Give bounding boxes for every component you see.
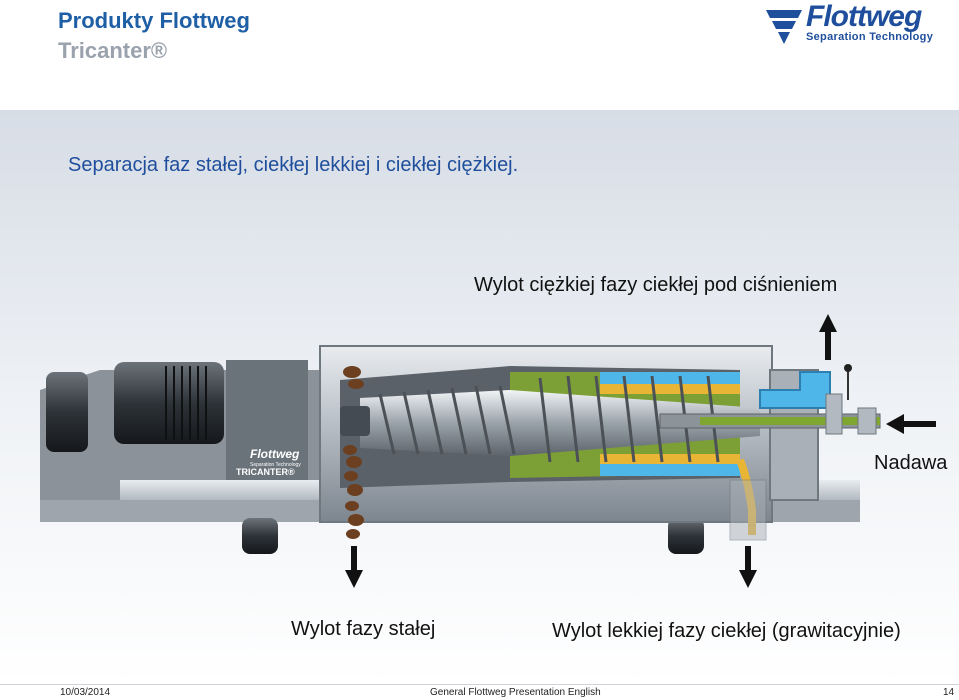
arrow-up-icon	[819, 314, 837, 360]
label-heavy-phase-outlet: Wylot ciężkiej fazy ciekłej pod ciśnieni…	[474, 274, 838, 296]
machine-brand-text: Flottweg	[250, 447, 300, 461]
valve-knob-icon	[844, 364, 852, 372]
arrow-down-icon	[739, 546, 757, 588]
footer-divider	[0, 684, 959, 685]
flottweg-emblem-icon	[766, 10, 802, 44]
heavy-liquid-bottom	[600, 464, 740, 476]
label-solid-outlet: Wylot fazy stałej	[291, 618, 436, 640]
footer-page-number: 14	[943, 687, 955, 698]
foot-right	[668, 518, 704, 554]
machine-brand-sub: Separation Technology	[250, 462, 301, 468]
tricanter-illustration: Flottweg Separation Technology TRICANTER…	[40, 314, 936, 588]
feed-inlet-fitting	[857, 407, 877, 435]
gearbox-ribs	[165, 366, 207, 440]
feed-stream	[700, 417, 880, 425]
slide-title: Produkty Flottweg	[58, 8, 250, 33]
arrow-down-icon	[345, 546, 363, 588]
machine-model-text: TRICANTER®	[236, 467, 295, 477]
logo-tagline: Separation Technology	[806, 31, 934, 43]
heavy-liquid-top	[600, 372, 740, 384]
housing-front	[226, 360, 308, 480]
footer-presentation-name: General Flottweg Presentation English	[430, 687, 601, 698]
slide-header: Produkty Flottweg Tricanter® Flottweg Se…	[0, 0, 959, 110]
solids-discharge	[343, 366, 364, 539]
slide-subtitle: Separacja faz stałej, ciekłej lekkiej i …	[68, 154, 519, 176]
foot-left	[242, 518, 278, 554]
slide-title-product: Tricanter®	[58, 38, 168, 63]
light-liquid-top	[600, 384, 740, 394]
bowl-hub	[340, 406, 370, 436]
light-phase-outlet-pipe	[729, 479, 767, 541]
gearbox	[114, 362, 224, 444]
light-liquid-bottom	[600, 454, 740, 464]
logo-name: Flottweg	[806, 0, 922, 33]
centripetal-pump	[825, 393, 843, 435]
gearbox-cap	[46, 372, 88, 452]
footer-date: 10/03/2014	[60, 687, 111, 698]
flottweg-logo: Flottweg Separation Technology	[764, 0, 956, 46]
label-feed: Nadawa	[874, 452, 948, 474]
label-light-phase-outlet: Wylot lekkiej fazy ciekłej (grawitacyjni…	[552, 620, 901, 642]
arrow-left-icon	[886, 414, 936, 434]
